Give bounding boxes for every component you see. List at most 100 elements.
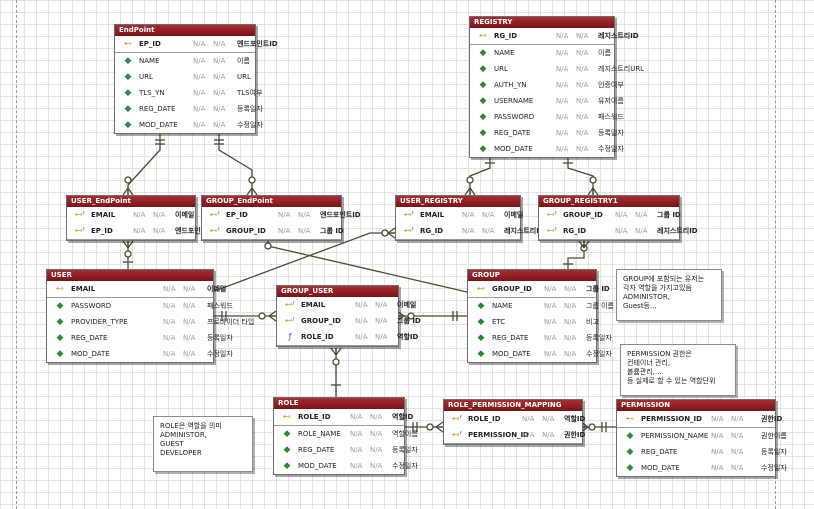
key-foreign-icon: ⊷ᶠ bbox=[284, 316, 296, 325]
default-value: N/A bbox=[731, 464, 744, 472]
default-value: N/A bbox=[153, 211, 166, 219]
column-name: PASSWORD bbox=[71, 302, 112, 310]
default-value: N/A bbox=[183, 285, 196, 293]
default-value: N/A bbox=[576, 81, 589, 89]
column-comment: 수정일자 bbox=[237, 121, 263, 129]
attribute-diamond-icon: ◆ bbox=[283, 445, 291, 455]
default-value: N/A bbox=[375, 301, 388, 309]
default-value: N/A bbox=[635, 211, 648, 219]
attribute-diamond-icon: ◆ bbox=[124, 88, 132, 98]
nullable-value: N/A bbox=[711, 464, 724, 472]
column-comment: 그룹 ID bbox=[657, 211, 681, 219]
column-name: REG_DATE bbox=[494, 129, 531, 137]
relationship-line bbox=[127, 133, 161, 195]
column-comment: 역할ID bbox=[397, 333, 419, 341]
column-name: MOD_DATE bbox=[71, 350, 110, 358]
default-value: N/A bbox=[542, 415, 555, 423]
column-name: REG_DATE bbox=[492, 334, 529, 342]
relationship-line bbox=[268, 310, 277, 317]
default-value: N/A bbox=[183, 334, 196, 342]
relationship-line bbox=[122, 240, 129, 249]
column-comment: 인증여부 bbox=[598, 81, 624, 89]
key-foreign-icon: ⊷ᶠ bbox=[74, 226, 86, 235]
column-comment: 레지스트리ID bbox=[504, 227, 545, 235]
nullable-value: N/A bbox=[193, 121, 206, 129]
default-value: N/A bbox=[564, 285, 577, 293]
key-icon: ⊷ bbox=[477, 284, 485, 293]
column-comment: TLS여부 bbox=[237, 89, 263, 97]
column-comment: 권한이름 bbox=[761, 432, 787, 440]
page-break-line bbox=[16, 0, 17, 509]
nullable-value: N/A bbox=[615, 227, 628, 235]
nullable-value: N/A bbox=[193, 40, 206, 48]
attribute-diamond-icon: ◆ bbox=[477, 333, 485, 343]
column-name: RG_ID bbox=[420, 227, 444, 235]
relationship-line bbox=[587, 187, 594, 196]
nullable-value: N/A bbox=[193, 57, 206, 65]
key-foreign-icon: ⊷ᶠ bbox=[451, 414, 463, 423]
role-note: ROLE은 역할을 의미 ADMINISTOR, GUEST DEVELOPER bbox=[153, 416, 253, 472]
column-name: MOD_DATE bbox=[139, 121, 178, 129]
default-value: N/A bbox=[576, 49, 589, 57]
default-value: N/A bbox=[298, 227, 311, 235]
column-name: RG_ID bbox=[494, 32, 518, 40]
